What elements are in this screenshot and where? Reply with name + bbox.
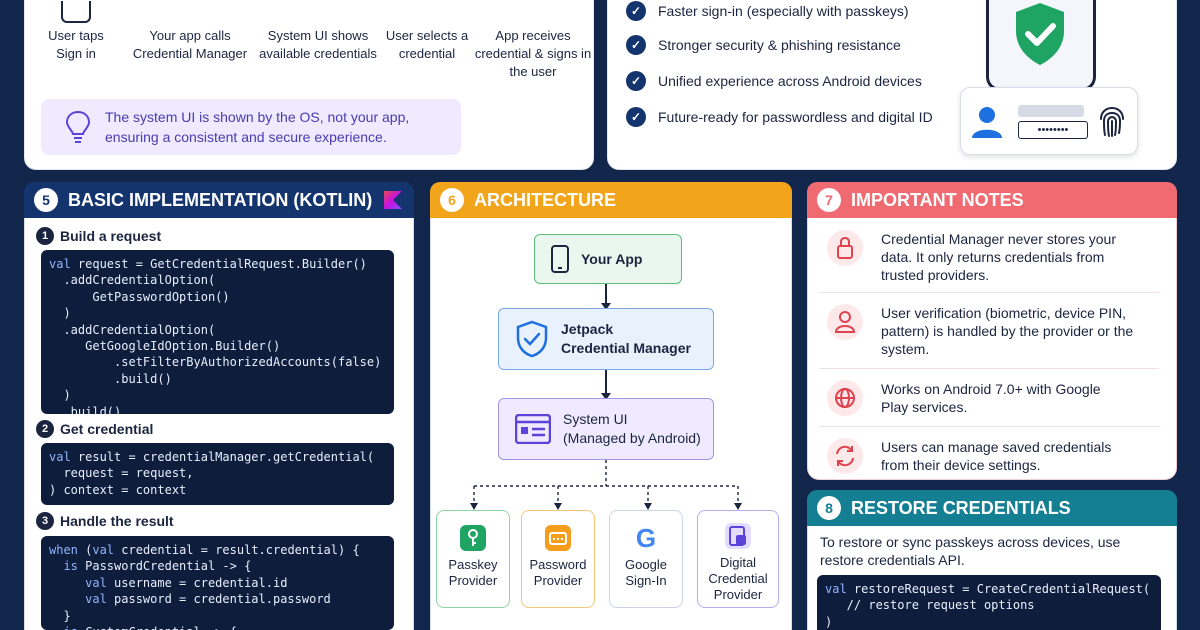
code-handle-result: when (val credential = result.credential… xyxy=(41,536,394,630)
flow-arrow xyxy=(601,284,611,310)
provider-label: Google Sign-In xyxy=(625,557,667,588)
notes-card xyxy=(807,182,1177,480)
benefit-text: Stronger security & phishing resistance xyxy=(658,37,901,53)
provider-label: Passkey Provider xyxy=(448,557,498,588)
benefit-text: Faster sign-in (especially with passkeys… xyxy=(658,3,909,19)
shield-check-icon xyxy=(516,320,548,358)
passkey-provider-box: Passkey Provider xyxy=(436,510,510,608)
section-title: RESTORE CREDENTIALS xyxy=(851,497,1071,518)
smartphone-icon xyxy=(551,245,569,273)
section-number: 5 xyxy=(34,188,58,212)
section-title: IMPORTANT NOTES xyxy=(851,189,1024,210)
info-box xyxy=(41,99,461,155)
note-divider xyxy=(819,292,1159,293)
flow-arrow xyxy=(601,370,611,400)
passkey-icon xyxy=(460,525,486,551)
digital-id-icon xyxy=(725,523,751,549)
benefit-item: ✓ Unified experience across Android devi… xyxy=(626,71,922,91)
benefits-card: ✓ Faster sign-in (especially with passke… xyxy=(607,0,1177,170)
note-text: Works on Android 7.0+ with Google Play s… xyxy=(881,381,1101,415)
your-app-label: Your App xyxy=(581,251,643,267)
benefit-text: Future-ready for passwordless and digita… xyxy=(658,109,933,125)
password-provider-box: Password Provider xyxy=(521,510,595,608)
password-field-illustration: •••••••• xyxy=(1018,121,1088,139)
step-title: Handle the result xyxy=(60,513,174,529)
benefit-item: ✓ Faster sign-in (especially with passke… xyxy=(626,1,909,21)
your-app-box: Your App xyxy=(534,234,682,284)
check-icon: ✓ xyxy=(626,1,646,21)
section-title: ARCHITECTURE xyxy=(474,189,616,210)
step-title: Build a request xyxy=(60,228,162,244)
check-icon: ✓ xyxy=(626,35,646,55)
flow-step-1: User taps Sign in xyxy=(48,28,104,61)
benefit-item: ✓ Future-ready for passwordless and digi… xyxy=(626,107,933,127)
note-text: User verification (biometric, device PIN… xyxy=(881,305,1134,357)
step-title: Get credential xyxy=(60,421,154,437)
architecture-header: 6 ARCHITECTURE xyxy=(430,182,792,218)
code-get-credential: val result = credentialManager.getCreden… xyxy=(41,443,394,505)
info-text: The system UI is shown by the OS, not yo… xyxy=(105,109,410,145)
benefit-text: Unified experience across Android device… xyxy=(658,73,922,89)
section-number: 6 xyxy=(440,188,464,212)
check-icon: ✓ xyxy=(626,71,646,91)
notes-list: Credential Manager never stores your dat… xyxy=(807,182,1177,480)
note-text: Users can manage saved credentials from … xyxy=(881,439,1112,473)
google-g-icon: G xyxy=(635,523,657,553)
benefit-item: ✓ Stronger security & phishing resistanc… xyxy=(626,35,901,55)
section-number: 7 xyxy=(817,188,841,212)
note-divider xyxy=(819,368,1159,369)
user-verification-icon xyxy=(827,304,863,340)
phone-tap-icon xyxy=(61,1,91,23)
note-item: Users can manage saved credentials from … xyxy=(827,438,1141,474)
step-handle-result: 3 Handle the result xyxy=(36,512,174,530)
password-mask: •••••••• xyxy=(1037,124,1069,136)
window-card-icon xyxy=(515,414,551,444)
note-text: Credential Manager never stores your dat… xyxy=(881,231,1117,283)
step-number: 3 xyxy=(36,512,54,530)
provider-label: Digital Credential Provider xyxy=(708,555,768,602)
step-number: 2 xyxy=(36,420,54,438)
check-icon: ✓ xyxy=(626,107,646,127)
flow-step-4: User selects a credential xyxy=(385,28,469,61)
implementation-header: 5 BASIC IMPLEMENTATION (KOTLIN) xyxy=(24,182,414,218)
provider-connector-lines xyxy=(470,460,742,510)
globe-icon xyxy=(827,380,863,416)
flow-step-3: System UI shows available credentials xyxy=(259,28,377,61)
fingerprint-icon xyxy=(1100,106,1124,137)
section-title: BASIC IMPLEMENTATION (KOTLIN) xyxy=(68,189,373,210)
jetpack-label: Jetpack Credential Manager xyxy=(561,321,691,356)
note-divider xyxy=(819,426,1159,427)
system-ui-box: System UI (Managed by Android) xyxy=(498,398,714,460)
user-icon xyxy=(972,107,1002,138)
step-build-request: 1 Build a request xyxy=(36,227,161,245)
kotlin-logo-icon xyxy=(384,191,403,209)
password-card-icon xyxy=(545,525,571,551)
shield-check-icon xyxy=(1016,3,1064,65)
notes-header: 7 IMPORTANT NOTES xyxy=(807,182,1177,218)
flow-step-2: Your app calls Credential Manager xyxy=(132,28,248,61)
jetpack-credential-manager-box: Jetpack Credential Manager xyxy=(498,308,714,370)
restore-description: To restore or sync passkeys across devic… xyxy=(820,534,1121,568)
lock-icon xyxy=(827,230,863,266)
username-field-illustration xyxy=(1018,105,1084,117)
sync-icon xyxy=(827,438,863,474)
section-number: 8 xyxy=(817,496,841,520)
note-item: User verification (biometric, device PIN… xyxy=(827,304,1151,358)
system-ui-label: System UI (Managed by Android) xyxy=(563,411,701,446)
step-number: 1 xyxy=(36,227,54,245)
digital-credential-provider-box: Digital Credential Provider xyxy=(697,510,779,608)
flow-step-5: App receives credential & signs in the u… xyxy=(474,28,592,79)
lightbulb-icon xyxy=(65,110,91,143)
note-item: Credential Manager never stores your dat… xyxy=(827,230,1141,284)
restore-header: 8 RESTORE CREDENTIALS xyxy=(807,490,1177,526)
code-build-request: val request = GetCredentialRequest.Build… xyxy=(41,250,394,414)
google-sign-in-box: G Google Sign-In xyxy=(609,510,683,608)
provider-label: Password Provider xyxy=(529,557,587,588)
sign-in-flow-card: User taps Sign in Your app calls Credent… xyxy=(24,0,594,170)
note-item: Works on Android 7.0+ with Google Play s… xyxy=(827,380,1131,416)
code-restore-request: val restoreRequest = CreateCredentialReq… xyxy=(817,575,1161,630)
step-get-credential: 2 Get credential xyxy=(36,420,153,438)
